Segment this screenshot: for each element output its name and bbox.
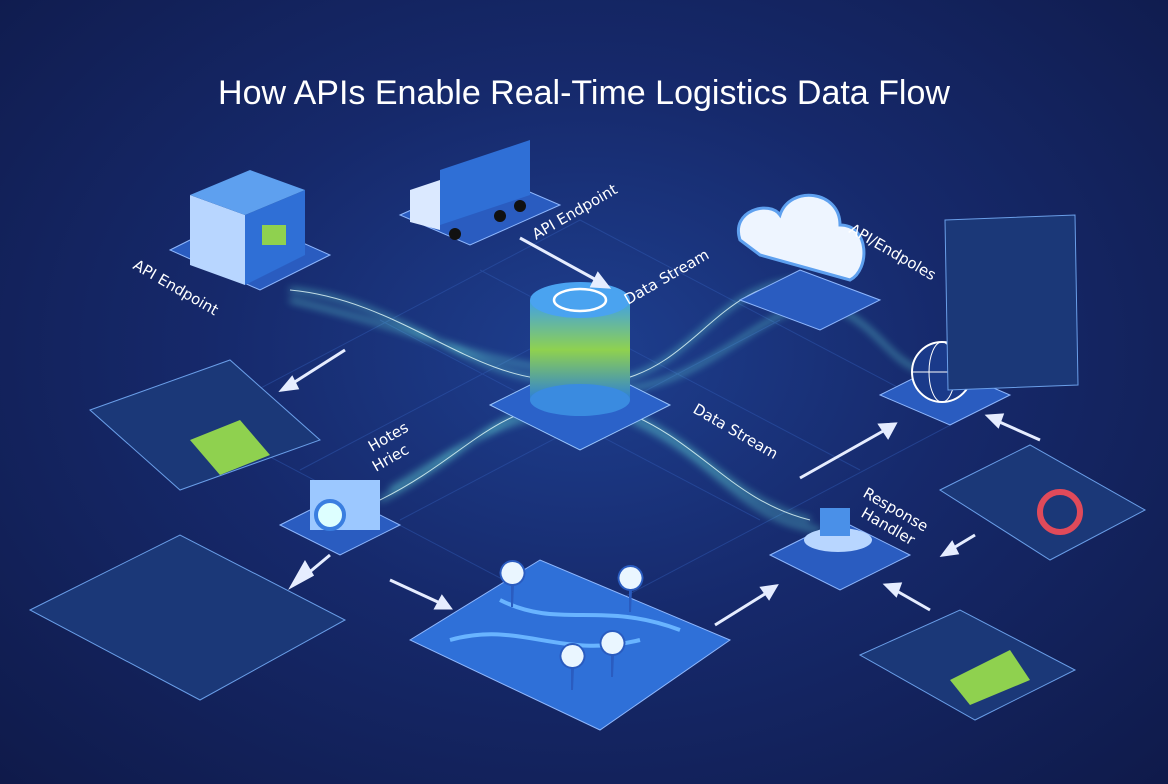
cloud-icon (736, 193, 882, 331)
label-data-stream-top: Data Stream (621, 245, 712, 308)
label-data-stream-bottom: Data Stream (690, 400, 781, 463)
response-handler-icon (768, 508, 912, 591)
api-gateway-icon (278, 480, 402, 556)
map-panel (408, 559, 732, 731)
flow-arrows (278, 236, 1041, 627)
truck-icon (398, 140, 562, 246)
warehouse-icon (168, 170, 332, 291)
page-title: How APIs Enable Real-Time Logistics Data… (218, 74, 950, 112)
database-hub (488, 282, 672, 451)
dashboard-panels (28, 214, 1147, 721)
